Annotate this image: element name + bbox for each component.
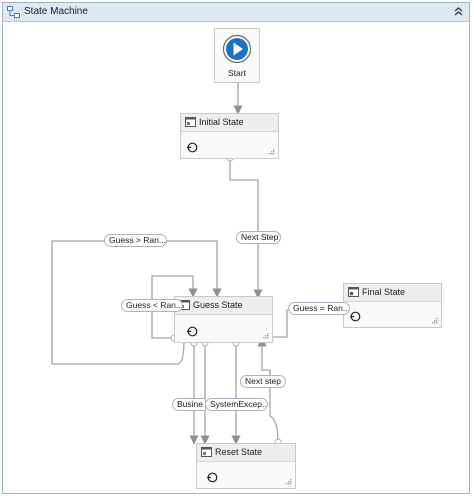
resize-grip-icon[interactable] [268,148,275,155]
designer-title: State Machine [24,6,88,17]
state-header: Initial State [181,114,278,132]
transition-guess-greater[interactable]: Guess > Ran... [104,234,167,247]
resize-grip-icon[interactable] [262,332,269,339]
play-icon [222,34,252,64]
chevrons-up-icon[interactable] [452,5,465,18]
state-label: Final State [362,287,406,297]
wire-next-step [229,158,263,299]
state-initial[interactable]: Initial State [180,113,279,159]
wire-next-step-reset [257,337,279,443]
state-label: Guess State [193,300,243,310]
final-state-icon [348,287,359,297]
transition-next-step-reset[interactable]: Next step [240,375,286,388]
resize-grip-icon[interactable] [285,478,292,485]
resize-grip-icon[interactable] [431,317,438,324]
entry-action-icon [350,311,361,322]
state-final[interactable]: Final State [343,283,442,328]
state-guess[interactable]: Guess State [174,296,273,343]
transition-system-exception[interactable]: SystemExcep... [205,398,268,411]
entry-action-icon [207,472,218,483]
entry-action-icon [187,142,198,153]
state-label: Reset State [215,447,263,457]
state-machine-icon [7,6,20,18]
state-icon [185,117,196,127]
state-label: Initial State [199,117,244,127]
transition-guess-equal[interactable]: Guess = Ran... [288,302,350,315]
transition-business[interactable]: Busine [172,398,206,411]
transition-next-step[interactable]: Next Step [236,231,281,244]
wire-guess-less [151,275,198,339]
start-node[interactable]: Start [214,28,260,83]
state-header: Final State [344,284,441,302]
state-icon [201,447,212,457]
start-label: Start [228,68,246,78]
entry-action-icon [187,326,198,337]
state-header: Guess State [175,297,272,315]
wire-guess-greater [51,240,222,365]
designer-header: State Machine [3,3,469,22]
state-reset[interactable]: Reset State [196,443,296,489]
transition-guess-less[interactable]: Guess < Ran... [121,299,183,312]
state-header: Reset State [197,444,295,462]
